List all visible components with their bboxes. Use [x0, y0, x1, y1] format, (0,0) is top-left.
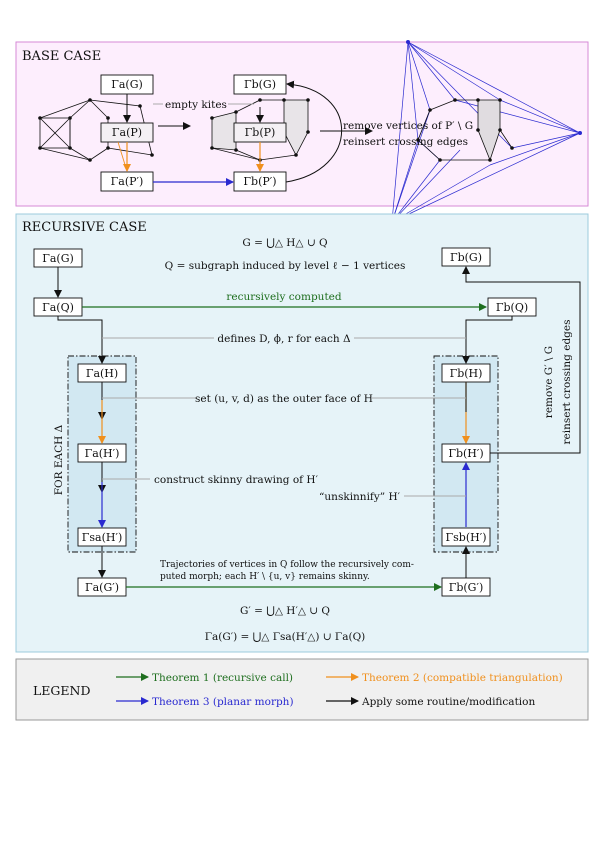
q-definition: Q = subgraph induced by level ℓ − 1 vert…: [165, 260, 406, 272]
base-case-title: BASE CASE: [22, 49, 101, 64]
base-middle-graph: [210, 98, 310, 162]
base-ga-pp-label: Γa(P′): [111, 175, 144, 188]
rec-ga-q-label: Γa(Q): [42, 301, 74, 314]
rec-gsa-hp-label: Γsa(H′): [82, 531, 123, 544]
base-gb-p-label: Γb(P): [245, 126, 276, 139]
reinsert-edges-label: reinsert crossing edges: [343, 136, 468, 148]
base-ga-p-label: Γa(P): [112, 126, 142, 139]
rec-ga-gp-label: Γa(G′): [85, 581, 119, 594]
legend-item-theorem3: Theorem 3 (planar morph): [152, 696, 294, 708]
legend-title: LEGEND: [33, 683, 91, 698]
base-case-panel: BASE CASE Γa(G): [15, 40, 589, 224]
legend-item-theorem1: Theorem 1 (recursive call): [152, 672, 293, 684]
rec-ga-hp-label: Γa(H′): [85, 447, 120, 460]
rec-ga-h-label: Γa(H): [86, 367, 118, 380]
trajectories-line1: Trajectories of vertices in Q follow the…: [160, 560, 414, 570]
recursive-case-title: RECURSIVE CASE: [22, 220, 147, 235]
base-gb-g-box: [233, 74, 287, 95]
rec-gb-h-label: Γb(H): [450, 367, 483, 380]
eq-gp: G′ = ⋃△ H′△ ∪ Q: [240, 605, 330, 617]
legend-panel: LEGEND Theorem 1 (recursive call) Theore…: [15, 658, 589, 721]
remove-vertices-label: remove vertices of P′ \ G: [343, 120, 473, 132]
trajectories-line2: puted morph; each H′ \ {u, v} remains sk…: [160, 572, 370, 582]
for-each-label: FOR EACH Δ: [53, 424, 65, 495]
empty-kites-label: empty kites: [165, 99, 227, 111]
eq-g: G = ⋃△ H△ ∪ Q: [242, 237, 328, 249]
rec-gb-hp-label: Γb(H′): [448, 447, 483, 460]
remove-gp-label: remove G′ \ G: [543, 346, 555, 418]
base-ga-g-label: Γa(G): [111, 78, 143, 91]
set-outer-face-label: set (u, v, d) as the outer face of H: [195, 393, 373, 405]
reinsert-crossing-label: reinsert crossing edges: [561, 320, 573, 445]
skinny-drawing-label: construct skinny drawing of H′: [154, 474, 319, 486]
unskinnify-label: “unskinnify” H′: [319, 491, 401, 503]
eq-gamma: Γa(G′) = ⋃△ Γsa(H′△) ∪ Γa(Q): [205, 631, 366, 643]
legend-item-routine: Apply some routine/modification: [361, 696, 535, 708]
defines-label: defines D, ϕ, r for each Δ: [217, 333, 351, 345]
rec-gb-gp-label: Γb(G′): [449, 581, 484, 594]
base-gb-pp-label: Γb(P′): [243, 175, 276, 188]
base-gb-g-label: Γb(G): [244, 78, 276, 91]
rec-gb-g-label: Γb(G): [450, 251, 482, 264]
recursively-computed-label: recursively computed: [226, 291, 341, 303]
rec-ga-g-label: Γa(G): [42, 252, 74, 265]
recursive-case-panel: RECURSIVE CASE G = ⋃△ H△ ∪ Q Q = subgrap…: [15, 213, 589, 653]
rec-gb-q-label: Γb(Q): [496, 301, 528, 314]
base-final-graph-inner: [390, 40, 582, 224]
base-final-graph: [391, 41, 581, 223]
rec-gsb-hp-label: Γsb(H′): [446, 531, 487, 544]
legend-item-theorem2: Theorem 2 (compatible triangulation): [362, 672, 563, 684]
